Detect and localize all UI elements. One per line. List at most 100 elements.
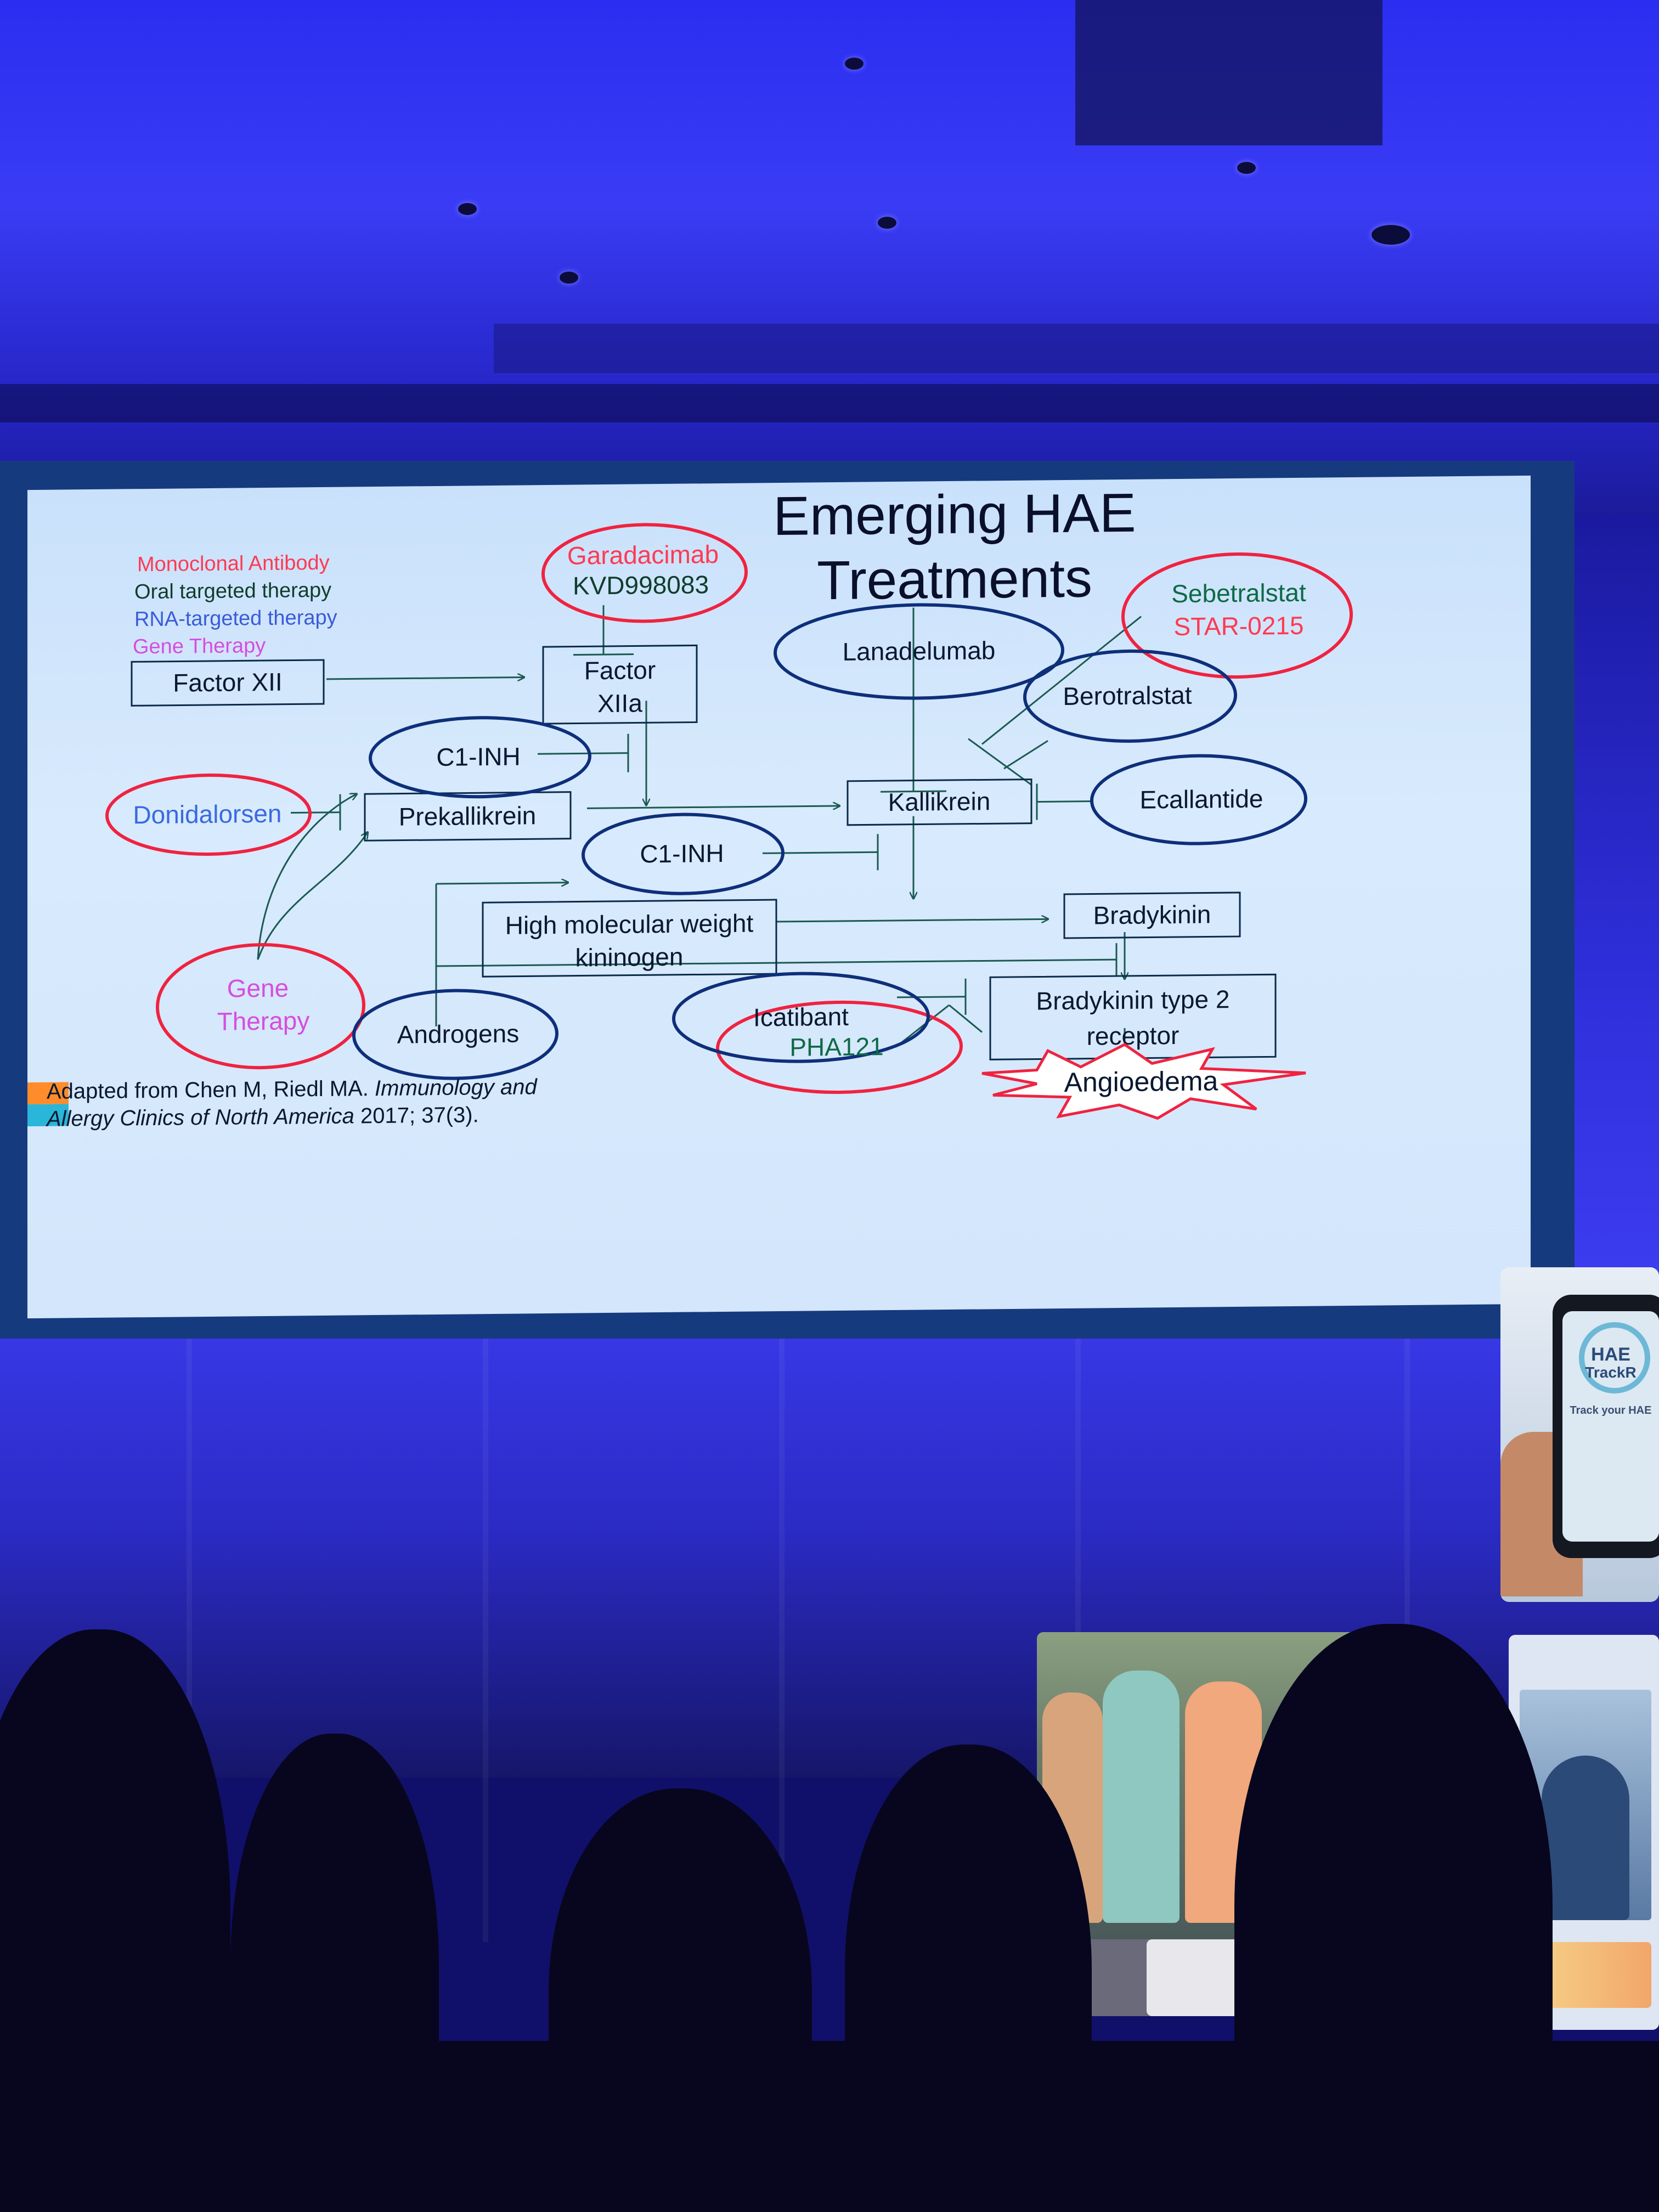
presentation-slide: Emerging HAE Treatments Monoclonal Antib… [27,475,1531,1319]
ceiling [0,0,1659,516]
gene-therapy-label-line2: Therapy [217,1006,310,1036]
ceiling-vent [1075,0,1383,145]
ecallantide-ellipse [1090,754,1307,845]
wall-panel-seam [187,1339,192,1942]
c1inh-top-ellipse [369,716,591,799]
smartphone-screen: HAE TrackR Track your HAE [1562,1311,1659,1542]
arrow-hmwk-to-bradykinin [776,919,1048,922]
inhibit-c1inh-mid-line [763,851,878,854]
arrow-gene-to-prekallikrein [257,832,368,960]
slide-title-line1: Emerging HAE [773,482,1136,547]
androgens-ellipse [352,989,558,1080]
slide-title-line2: Treatments [817,548,1092,612]
kallikrein-box [847,778,1032,826]
angioedema-label: Angioedema [1064,1065,1218,1098]
factor-xiia-box [542,644,698,725]
citation-orange-bar [27,1082,69,1105]
hmwk-label-line1: High molecular weight [505,909,754,939]
c1inh-top-label: C1-INH [436,742,520,771]
inhibit-sebetralstat-line [981,616,1142,745]
factor-xiia-label-line1: Factor [584,656,656,685]
person-graphic [1103,1671,1180,1923]
wall-panel-seam [483,1339,488,1942]
citation-journal-line2: Allergy Clinics of North America [46,1104,354,1131]
berotralstat-ellipse [1023,649,1237,743]
bradykinin-box [1063,891,1241,939]
arrow-xii-to-xiia [326,677,524,679]
angioedema-starburst [981,1043,1306,1120]
ecallantide-label: Ecallantide [1139,785,1263,814]
hmwk-label-line2: kininogen [575,943,684,972]
hae-trackr-logo-line2: TrackR [1585,1364,1637,1381]
audience-shoulders [0,2041,1659,2212]
prekallikrein-label: Prekallikrein [399,801,537,831]
pha121-ellipse [716,1000,963,1094]
citation-journal-line1: Immunology and [375,1075,538,1101]
sebetralstat-ellipse [1121,552,1353,679]
ceiling-beam [0,384,1659,422]
inhibit-lanadelumab-bar [881,790,946,793]
hae-trackr-logo-ring [1579,1322,1650,1393]
inhibit-c1inh-top-line [538,752,628,755]
hae-trackr-tagline: Track your HAE [1570,1404,1652,1417]
gene-therapy-ellipse [156,943,365,1070]
pathway-diagram: Emerging HAE Treatments Monoclonal Antib… [27,482,1353,1131]
prekallikrein-box [364,791,572,842]
ceiling-light [1372,225,1410,245]
inhibit-garadacimab-bar [573,653,634,656]
kvd998083-label: KVD998083 [573,570,709,600]
smartphone: HAE TrackR Track your HAE [1553,1295,1659,1558]
connector-lines [257,605,1142,1064]
inhibit-berotralstat-line [1003,740,1048,770]
pha121-label: PHA121 [789,1032,883,1062]
legend-oral-targeted-therapy: Oral targeted therapy [134,579,331,603]
citation-year: 2017; 37(3). [354,1103,479,1128]
wall-panel-seam [779,1339,785,1942]
donidalorsen-ellipse [105,773,312,856]
citation-cyan-bar [27,1104,69,1127]
ceiling-recess [494,324,1659,373]
donidalorsen-label: Donidalorsen [133,799,281,830]
icatibant-ellipse [672,972,930,1063]
lanadelumab-ellipse [774,603,1064,700]
star-0215-label: STAR-0215 [1174,611,1304,641]
hae-trackr-logo-line1: HAE [1591,1344,1630,1365]
gene-therapy-label-line1: Gene [227,974,289,1003]
person-silhouette-graphic [1542,1756,1629,1920]
c1inh-mid-ellipse [582,812,785,895]
berotralstat-label: Berotralstat [1063,681,1192,710]
ceiling-light [458,203,477,215]
inhibit-oral-bar [968,738,1032,786]
lanadelumab-label: Lanadelumab [843,636,996,666]
bradykinin-receptor-label-line2: receptor [1087,1021,1180,1051]
ceiling-light [560,272,578,284]
citation-authors: Adapted from Chen M, Riedl MA. [47,1076,375,1104]
ceiling-light [845,58,864,70]
garadacimab-label: Garadacimab [567,540,719,570]
citation-line1: Adapted from Chen M, Riedl MA. Immunolog… [47,1075,538,1104]
ceiling-light [878,217,896,229]
factor-xii-box [131,659,325,707]
c1inh-mid-label: C1-INH [640,839,724,868]
arrow-androgens-to-c1inh [436,883,568,884]
kallikrein-label: Kallikrein [888,787,991,816]
inhibit-donidalorsen-line [291,811,340,814]
inhibit-pha121-bar [949,1004,983,1033]
bradykinin-receptor-label-line1: Bradykinin type 2 [1036,985,1230,1015]
legend-monoclonal-antibody: Monoclonal Antibody [137,551,330,576]
garadacimab-ellipse [541,523,748,623]
androgens-label: Androgens [397,1019,519,1049]
booth-display-phone-banner: HAE TrackR Track your HAE [1500,1267,1659,1602]
icatibant-label: Icatibant [753,1002,849,1032]
hmwk-box [482,899,777,978]
bradykinin-label: Bradykinin [1093,900,1211,929]
ceiling-light [1237,162,1256,174]
factor-xii-label: Factor XII [173,668,282,697]
legend-gene-therapy: Gene Therapy [133,634,266,658]
legend-rna-targeted-therapy: RNA-targeted therapy [134,606,337,631]
factor-xiia-label-line2: XIIa [597,689,642,718]
citation-line2: Allergy Clinics of North America 2017; 3… [46,1103,479,1131]
sebetralstat-label: Sebetralstat [1171,578,1306,608]
arrow-gene-to-c1inh [257,794,357,960]
arrow-prekallikrein-to-kallikrein [587,806,839,808]
